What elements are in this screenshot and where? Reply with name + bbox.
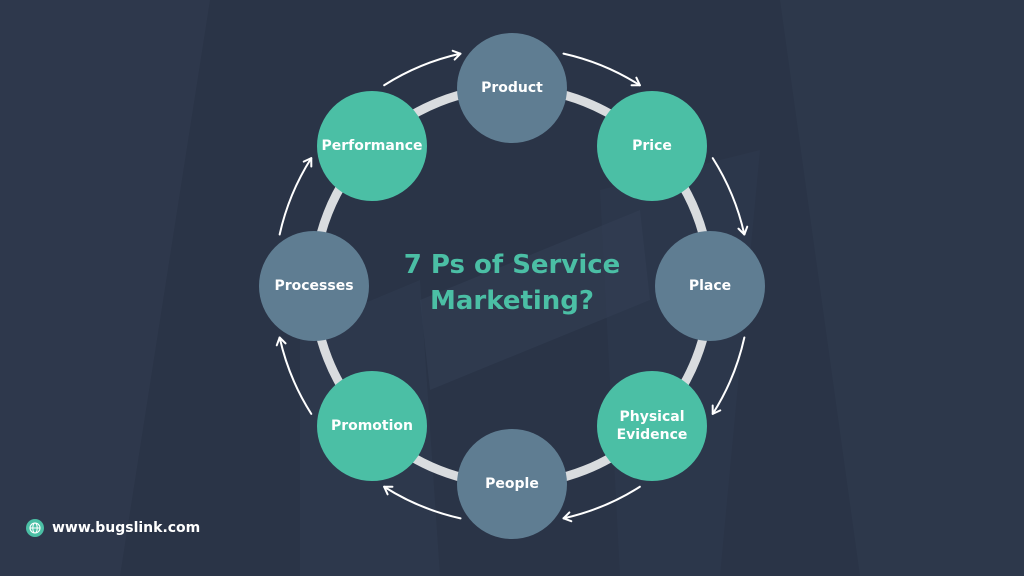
cycle-arrow xyxy=(383,485,462,520)
arrow-head xyxy=(302,157,313,168)
cycle-arrow xyxy=(711,336,746,415)
arrow-head xyxy=(562,511,573,523)
footer-website[interactable]: www.bugslink.com xyxy=(26,517,200,539)
globe-icon xyxy=(26,519,44,537)
node-place: Place xyxy=(655,231,765,341)
arrow-head xyxy=(630,76,641,87)
cycle-arrow xyxy=(562,52,641,87)
node-performance: Performance xyxy=(316,90,427,201)
arrow-head xyxy=(711,404,722,415)
node-price: Price xyxy=(597,90,707,201)
node-product: Product xyxy=(457,33,567,143)
website-url[interactable]: www.bugslink.com xyxy=(52,520,201,536)
node-promotion: Promotion xyxy=(316,371,427,481)
title-line-2: Marketing? xyxy=(429,286,594,316)
cycle-arrows xyxy=(275,49,749,523)
cycle-arrow xyxy=(278,336,313,415)
cycle-arrow xyxy=(278,157,313,236)
arrow-head xyxy=(737,225,749,236)
diagram-title: 7 Ps of Service Marketing? xyxy=(372,247,652,319)
cycle-arrow xyxy=(711,157,746,236)
arrow-head xyxy=(383,485,394,496)
cycle-arrow xyxy=(562,485,641,520)
title-line-1: 7 Ps of Service xyxy=(403,250,621,280)
cycle-arrow xyxy=(383,52,462,87)
node-physical-evidence: Physical Evidence xyxy=(597,371,707,481)
arrow-head xyxy=(275,336,287,347)
arrow-head xyxy=(451,49,462,61)
node-people: People xyxy=(457,429,567,539)
node-processes: Processes xyxy=(259,231,369,341)
